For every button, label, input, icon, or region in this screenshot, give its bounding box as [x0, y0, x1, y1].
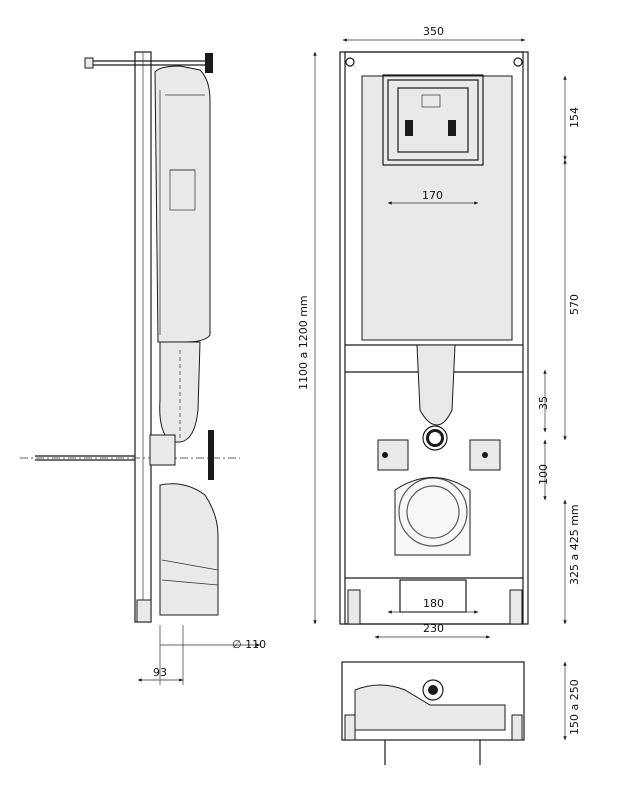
- flush-offset-label: 35: [537, 396, 550, 410]
- side-view: [20, 51, 240, 685]
- base-outer-width-label: 230: [423, 622, 444, 635]
- plan-dims: 150 a 250: [563, 661, 581, 741]
- plan-view: [341, 661, 525, 765]
- total-height-label: 1100 a 1200 mm: [297, 295, 310, 390]
- plan-depth-label: 150 a 250: [568, 679, 581, 735]
- base-inner-width-label: 180: [423, 597, 444, 610]
- cistern-height-label: 570: [568, 294, 581, 315]
- front-view: [339, 51, 529, 625]
- outlet-height-label: 325 a 425 mm: [568, 504, 581, 585]
- pipe-diameter-label: ∅ 110: [232, 638, 266, 651]
- side-depth-label: 93: [153, 666, 167, 679]
- frame-width-label: 350: [423, 25, 444, 38]
- front-dims: 350 170 180 230 1100 a 1200 mm 154 570 3…: [297, 25, 581, 639]
- plate-width-label: 170: [422, 189, 443, 202]
- side-dims: ∅ 110 93: [137, 638, 266, 682]
- bracket-spacing-label: 100: [537, 464, 550, 485]
- cistern-top-label: 154: [568, 107, 581, 128]
